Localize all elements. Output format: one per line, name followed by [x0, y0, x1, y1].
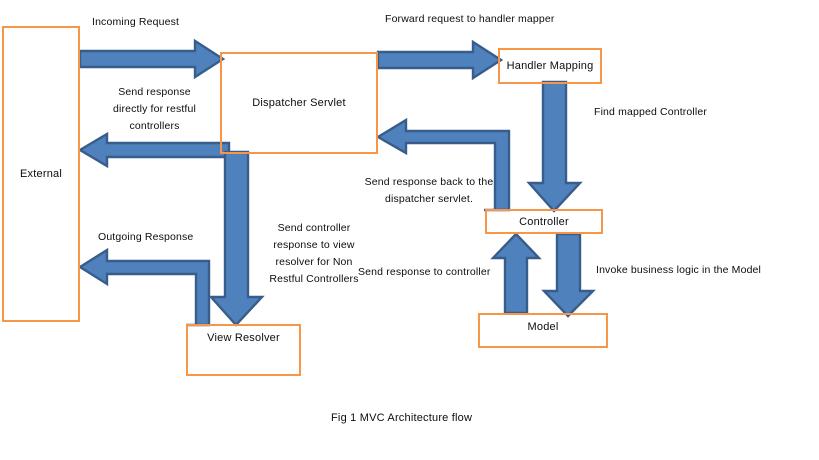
arrow-model-to-controller [490, 232, 542, 315]
edge-label-forward-to-handler: Forward request to handler mapper [385, 13, 555, 25]
arrow-controller-to-dispatcher-shape [375, 117, 511, 212]
edge-label-invoke-business-logic: Invoke business logic in the Model [596, 264, 762, 276]
edge-label-send-controller-response: Send controller response to view resolve… [269, 222, 359, 285]
arrow-controller-to-model [541, 232, 596, 318]
edge-label-outgoing-response: Outgoing Response [98, 231, 194, 243]
node-dispatcher-servlet-label: Dispatcher Servlet [252, 97, 346, 109]
edge-label-find-mapped-controller: Find mapped Controller [594, 106, 708, 118]
arrow-dispatcher-to-view-resolver [208, 150, 265, 327]
node-handler-mapping-label: Handler Mapping [506, 60, 594, 72]
figure-caption: Fig 1 MVC Architecture flow [331, 412, 473, 424]
arrow-incoming-request [78, 38, 226, 80]
node-model-label: Model [527, 321, 559, 333]
node-dispatcher-servlet[interactable]: Dispatcher Servlet [220, 52, 378, 154]
arrow-view-resolver-to-external [77, 247, 211, 327]
edge-label-send-response-controller: Send response to controller [358, 266, 491, 278]
node-external-label: External [20, 168, 62, 180]
node-controller[interactable]: Controller [485, 209, 603, 234]
node-controller-label: Controller [519, 215, 569, 228]
edge-label-send-response-restful: Send response directly for restful contr… [113, 86, 196, 132]
arrow-handler-to-controller [526, 80, 583, 213]
node-model[interactable]: Model [478, 313, 608, 348]
node-handler-mapping[interactable]: Handler Mapping [498, 48, 602, 84]
node-view-resolver[interactable]: View Resolver [186, 324, 301, 376]
node-external[interactable]: External [2, 26, 80, 322]
arrow-restful-response-out [77, 131, 231, 169]
edge-label-incoming-request: Incoming Request [92, 16, 180, 28]
edge-label-send-response-back: Send response back to the dispatcher ser… [364, 176, 494, 205]
node-view-resolver-label: View Resolver [207, 332, 280, 344]
arrow-forward-to-handler-mapping [376, 39, 504, 81]
